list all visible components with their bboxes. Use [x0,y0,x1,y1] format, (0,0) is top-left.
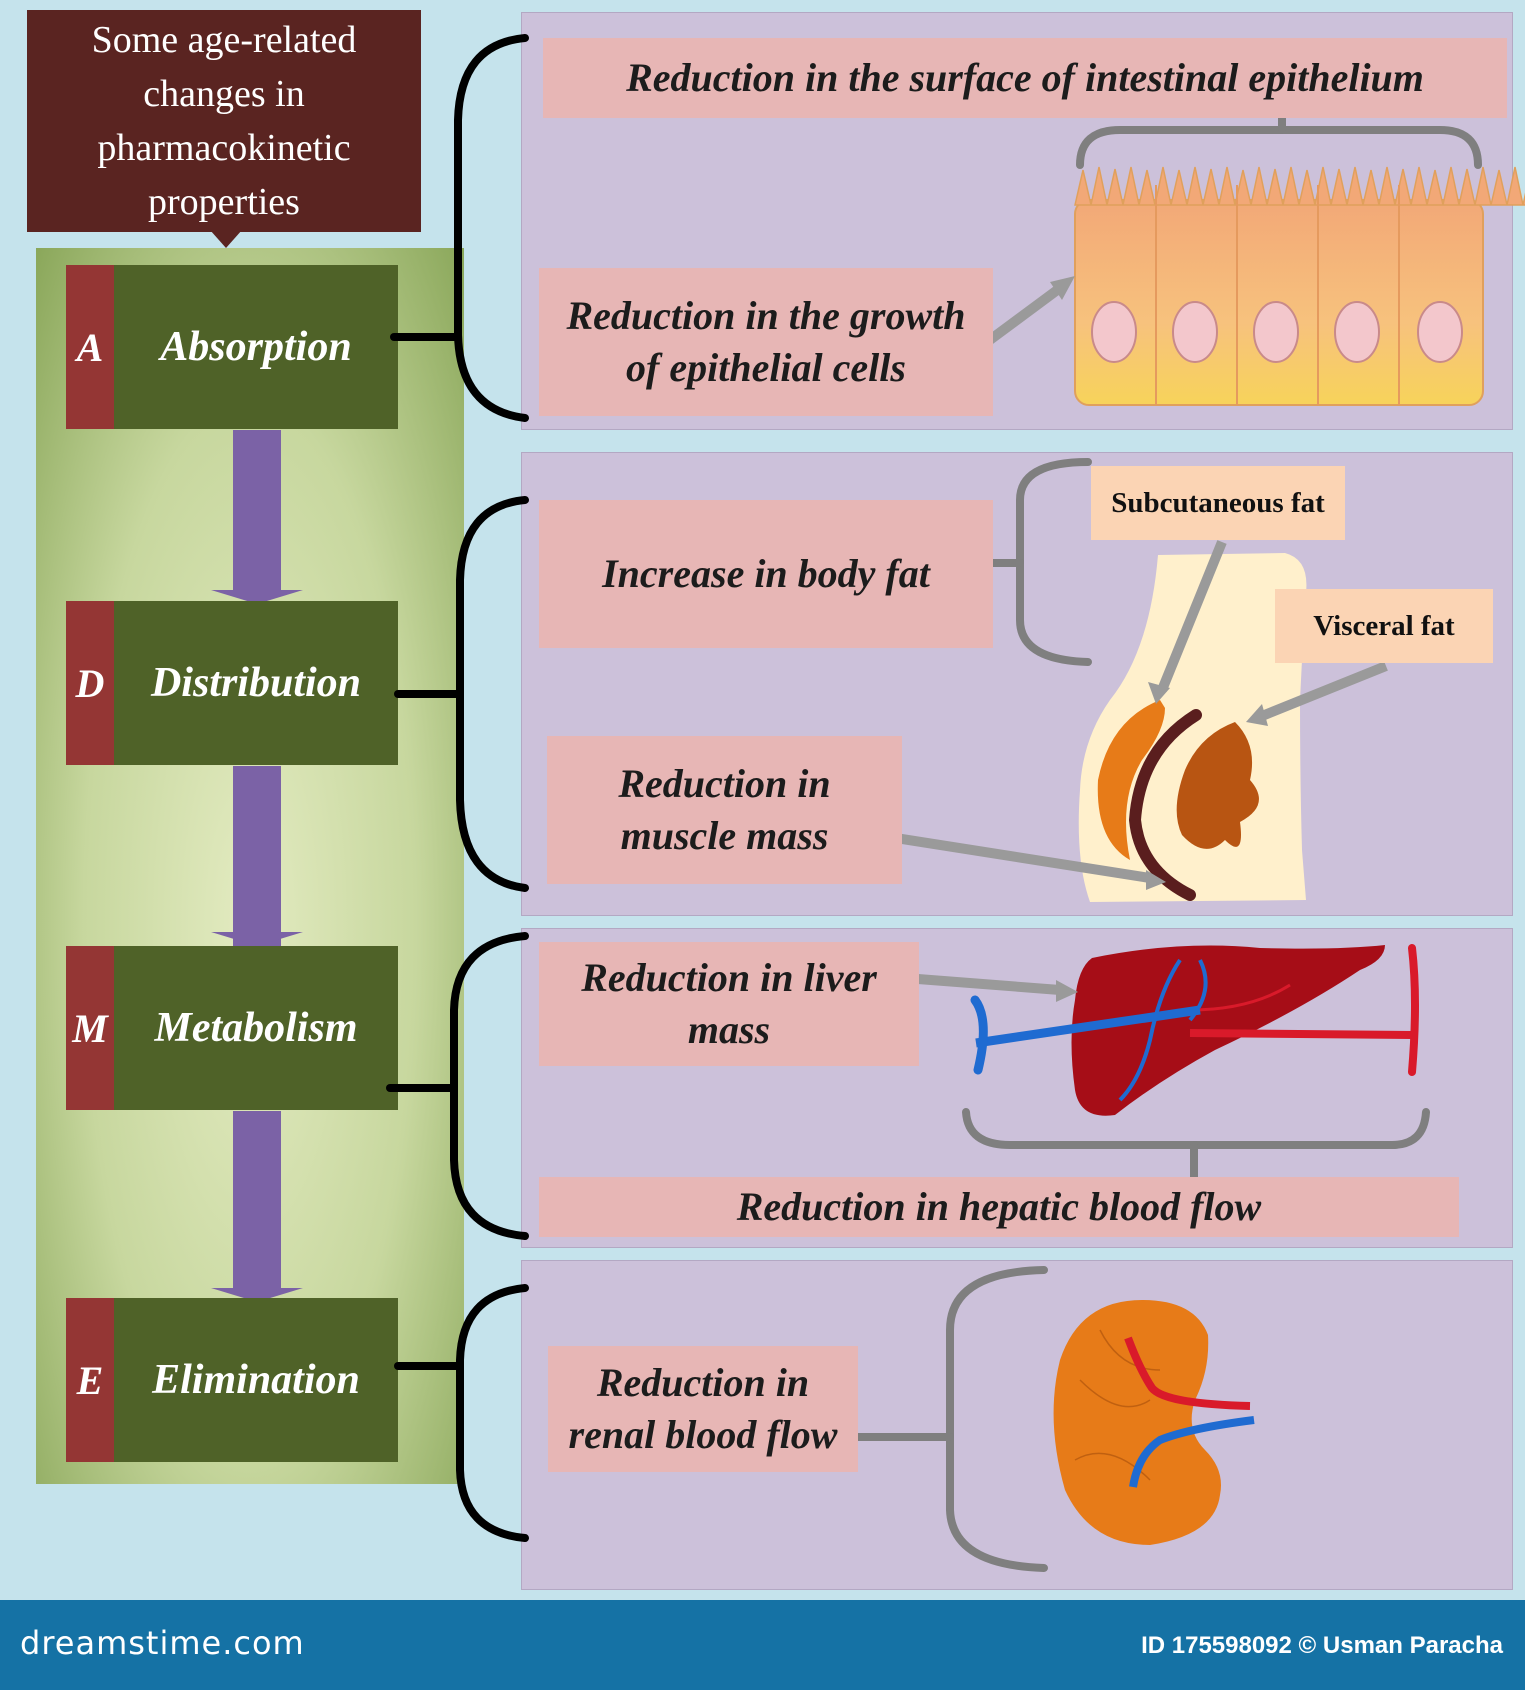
label-renal-blood-flow: Reduction in renal blood flow [548,1346,858,1472]
step-name: Metabolism [154,1005,358,1051]
flow-arrow-2-head [211,932,303,946]
image-credit: ID 175598092 © Usman Paracha [1141,1632,1503,1659]
step-metabolism: M Metabolism [66,946,398,1110]
step-name: Distribution [150,660,362,706]
step-letter: A [66,265,114,429]
label-muscle-mass: Reduction in muscle mass [547,736,902,884]
step-letter: D [66,601,114,765]
renal-bracket [946,1266,1048,1572]
flow-arrow-1 [233,430,281,590]
tag-visceral-fat: Visceral fat [1275,589,1493,663]
label-liver-mass: Reduction in liver mass [539,942,919,1066]
flow-arrow-3 [233,1111,281,1291]
label-hepatic-blood-flow: Reduction in hepatic blood flow [539,1177,1459,1237]
brand-logo: dreamstime.com [20,1624,305,1662]
step-letter: M [66,946,114,1110]
liver-illustration [970,944,1419,1116]
title-line-4: properties [148,181,300,223]
hepatic-bracket [962,1108,1430,1149]
label-epithelial-growth: Reduction in the growth of epithelial ce… [539,268,993,416]
step-elimination: E Elimination [66,1298,398,1462]
flow-arrow-1-head [211,590,303,604]
epithelium-bracket [1076,126,1482,169]
epithelial-cells-illustration [1074,166,1525,406]
step-absorption: A Absorption [66,265,398,429]
tag-subcutaneous-fat: Subcutaneous fat [1091,466,1345,540]
body-cross-section-illustration [1078,553,1307,902]
step-distribution: D Distribution [66,601,398,765]
step-name: Elimination [152,1357,360,1403]
step-letter: E [66,1298,114,1462]
elimination-brace [456,1284,529,1542]
label-body-fat: Increase in body fat [539,500,993,648]
label-intestinal-surface: Reduction in the surface of intestinal e… [543,38,1507,118]
distribution-brace [456,496,529,892]
title-line-1: Some age-related [91,19,357,61]
fat-bracket [1016,458,1092,666]
diagram-title: Some age-related changes in pharmacokine… [27,10,421,232]
absorption-brace [454,34,529,422]
metabolism-brace [450,932,529,1240]
footer-bar [0,1600,1525,1690]
title-line-2: changes in [143,73,305,115]
kidney-illustration [1053,1300,1255,1545]
title-line-3: pharmacokinetic [97,127,351,169]
title-pointer [210,230,242,248]
flow-arrow-2 [233,766,281,946]
step-name: Absorption [160,324,352,370]
